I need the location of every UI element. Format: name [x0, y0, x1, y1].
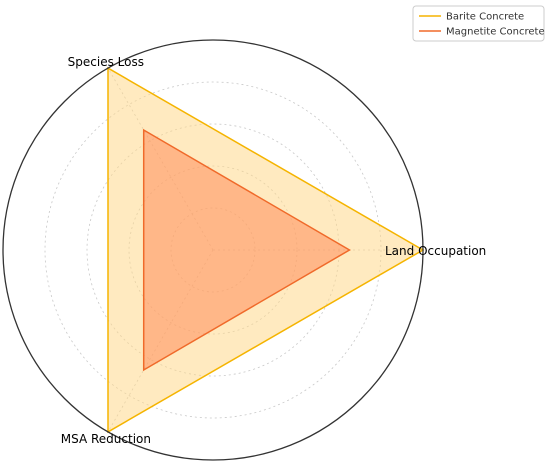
series-area-magnetite-concrete [142, 128, 351, 372]
axis-label-land-occupation: Land Occupation [385, 244, 486, 258]
radar-series [107, 66, 425, 434]
legend: Barite Concrete Magnetite Concrete [412, 5, 545, 42]
legend-frame [412, 5, 545, 42]
legend-label-barite: Barite Concrete [446, 12, 524, 23]
axis-label-species-loss: Species Loss [68, 55, 144, 69]
radar-outer-ring [2, 39, 424, 461]
legend-label-magnetite: Magnetite Concrete [446, 27, 545, 38]
axis-label-msa-reduction: MSA Reduction [61, 432, 151, 446]
